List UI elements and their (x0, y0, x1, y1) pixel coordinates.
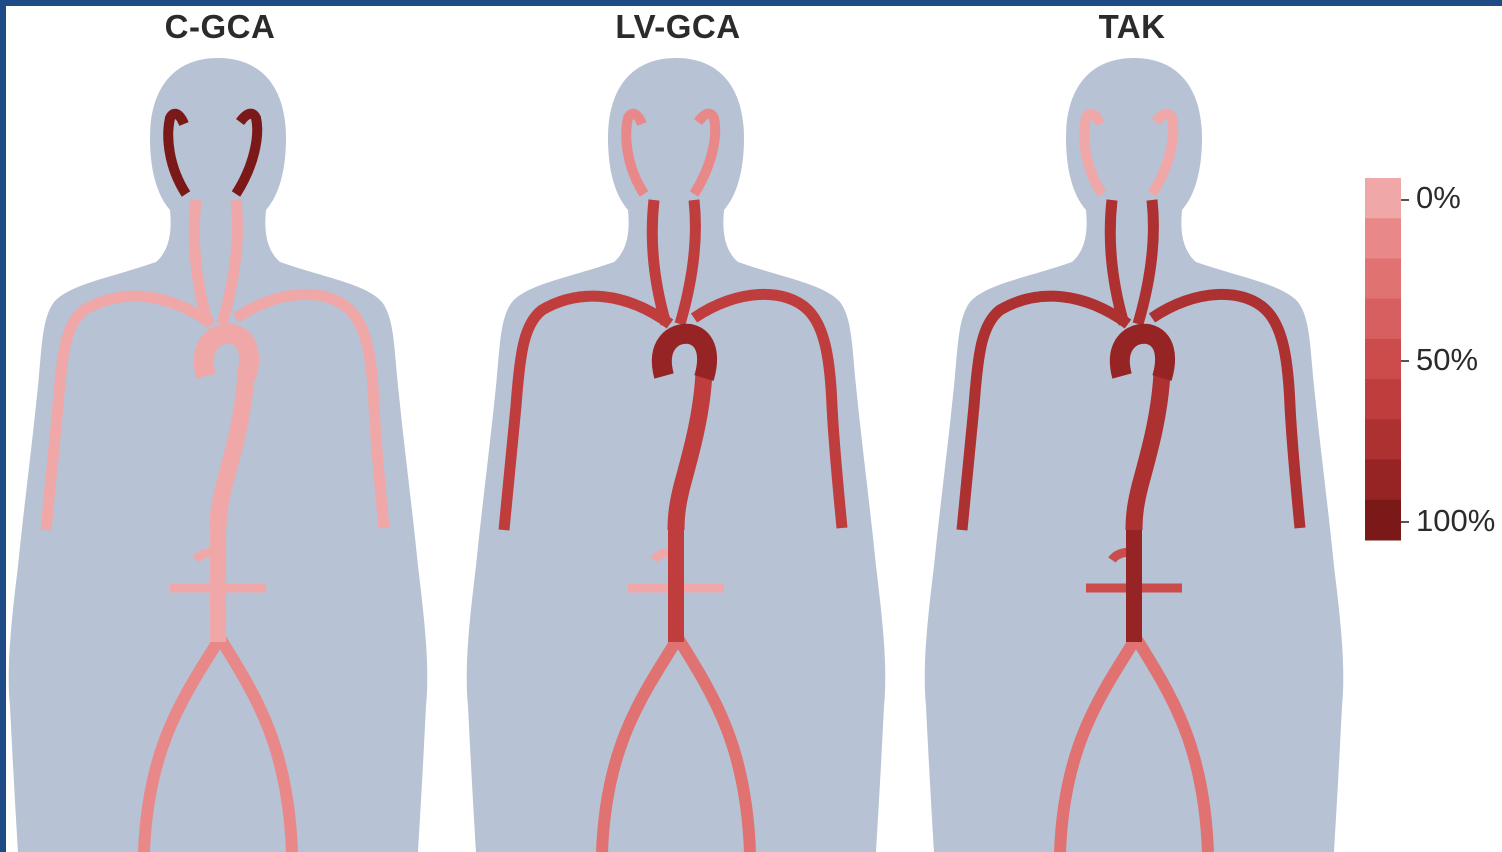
scale-label-100: 100% (1416, 503, 1495, 539)
scale-label-50: 50% (1416, 342, 1478, 378)
scale-segment (1365, 460, 1401, 501)
body-silhouette (9, 58, 428, 852)
vessel-involvement-diagram (6, 6, 1502, 852)
panel-lv-gca (467, 58, 886, 852)
panel-tak (925, 58, 1344, 852)
scale-segment (1365, 339, 1401, 380)
scale-segment (1365, 178, 1401, 219)
body-silhouette (925, 58, 1344, 852)
scale-segment (1365, 379, 1401, 420)
figure-canvas: C-GCA LV-GCA TAK 0% 50% 100% (6, 6, 1502, 852)
scale-segment (1365, 419, 1401, 460)
scale-label-0: 0% (1416, 180, 1461, 216)
scale-segment (1365, 258, 1401, 299)
panel-c-gca (9, 58, 428, 852)
body-silhouette (467, 58, 886, 852)
scale-segment (1365, 218, 1401, 259)
scale-segment (1365, 299, 1401, 340)
color-scale-bar (1365, 178, 1409, 541)
scale-segment (1365, 500, 1401, 541)
